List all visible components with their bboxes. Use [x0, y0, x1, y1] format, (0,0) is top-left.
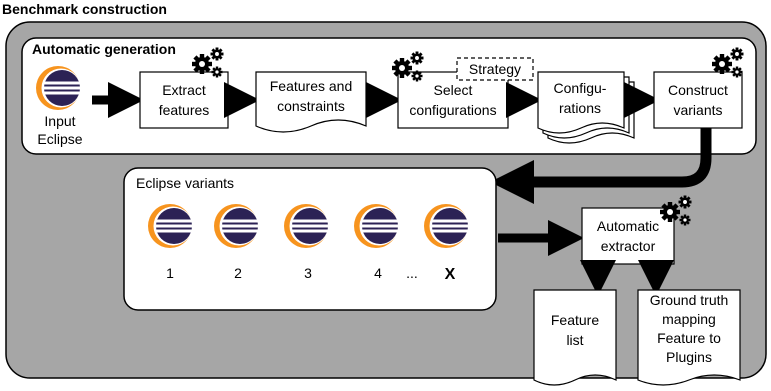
variant-ellipsis: ... — [406, 265, 418, 281]
variant-number: 4 — [374, 265, 382, 281]
select-configurations-box — [397, 71, 509, 129]
select-line1: Select — [434, 82, 473, 98]
features-constraints-document — [255, 71, 367, 133]
eclipse-variants-heading: Eclipse variants — [136, 175, 234, 191]
variant-number: 1 — [166, 265, 174, 281]
construct-line2: variants — [673, 102, 722, 118]
page-title: Benchmark construction — [2, 1, 167, 17]
automatic-generation-heading: Automatic generation — [32, 41, 176, 57]
ground-truth-line3: Feature to — [657, 330, 721, 346]
extractor-line1: Automatic — [597, 218, 659, 234]
configurations-documents — [537, 71, 635, 144]
features-doc-line2: constraints — [277, 98, 345, 114]
extractor-line2: extractor — [601, 238, 656, 254]
variant-number: 2 — [234, 265, 242, 281]
extract-features-box — [139, 71, 229, 129]
ground-truth-line4: Plugins — [666, 349, 712, 365]
input-label-line1: Input — [44, 113, 75, 129]
strategy-label: Strategy — [469, 61, 521, 77]
ground-truth-line2: mapping — [662, 311, 716, 327]
features-doc-line1: Features and — [270, 78, 353, 94]
variant-number: 3 — [304, 265, 312, 281]
feature-list-line2: list — [566, 332, 583, 348]
feature-list-line1: Feature — [551, 312, 599, 328]
ground-truth-line1: Ground truth — [650, 292, 729, 308]
configs-line1: Configu- — [554, 80, 607, 96]
input-label-line2: Eclipse — [37, 131, 82, 147]
ground-truth-document — [637, 289, 741, 386]
extract-features-line1: Extract — [162, 82, 206, 98]
construct-line1: Construct — [668, 82, 728, 98]
arrow-construct-to-variants — [490, 128, 712, 204]
select-line2: configurations — [409, 102, 496, 118]
variant-last: X — [445, 266, 456, 283]
strategy-box — [456, 57, 534, 81]
feature-list-document — [533, 289, 617, 386]
configs-line2: rations — [559, 100, 601, 116]
extract-features-line2: features — [159, 102, 210, 118]
automatic-extractor-box — [581, 207, 675, 265]
construct-variants-box — [653, 71, 743, 129]
